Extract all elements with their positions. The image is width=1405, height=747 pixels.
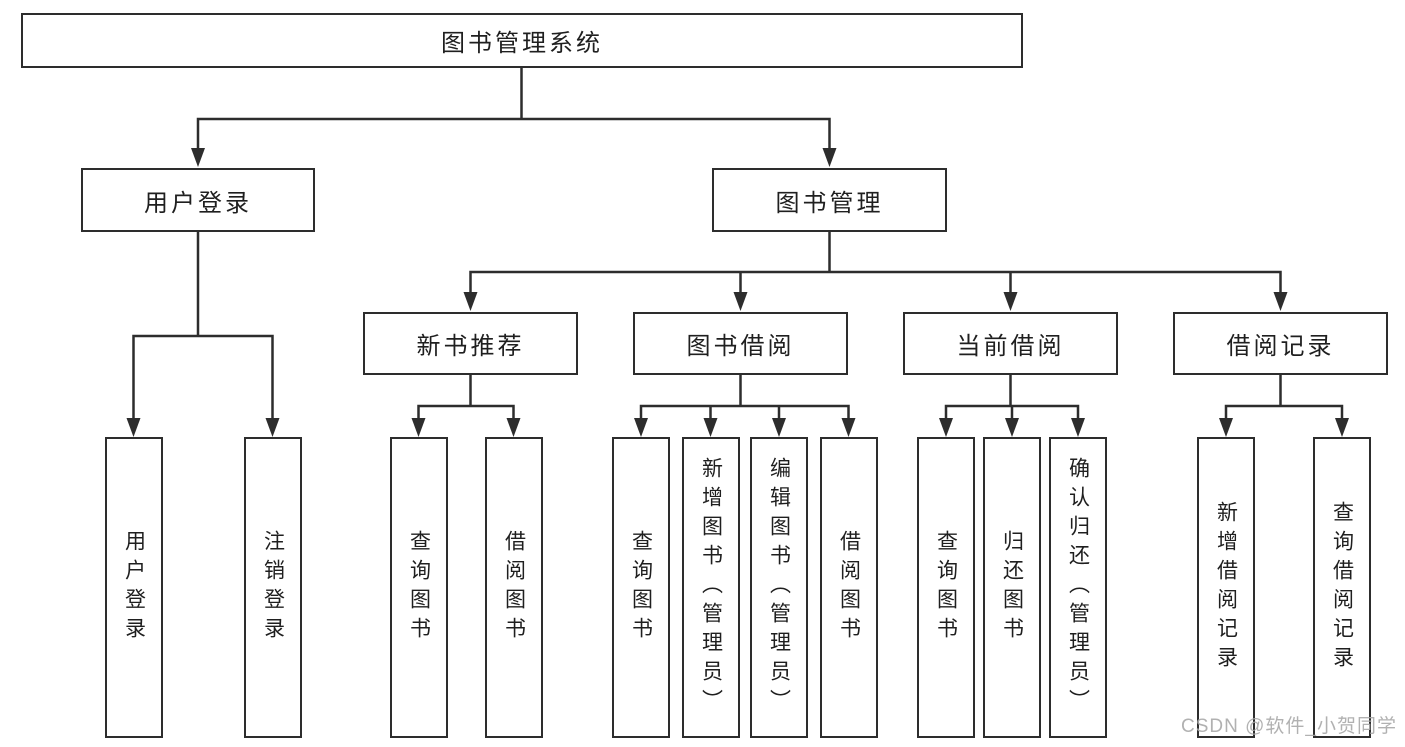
connector-login-to-leaves bbox=[126, 230, 280, 437]
leaf-label: 查询图书 bbox=[407, 529, 431, 646]
leaf-label: 确认归还（管理员） bbox=[1066, 457, 1090, 718]
connector-root-to-level2 bbox=[191, 66, 837, 167]
leaf-label: 借阅图书 bbox=[837, 529, 861, 646]
leaf-borrow-books: 借阅图书 bbox=[485, 437, 543, 738]
leaf-label: 新增借阅记录 bbox=[1214, 500, 1238, 675]
leaf-label: 借阅图书 bbox=[502, 529, 526, 646]
node-book-management-branch: 图书管理 bbox=[712, 168, 947, 232]
leaf-user-login: 用户登录 bbox=[105, 437, 163, 738]
node-user-login-branch: 用户登录 bbox=[81, 168, 315, 232]
node-current-borrowing: 当前借阅 bbox=[903, 312, 1118, 375]
connector-current-to-leaves bbox=[939, 373, 1085, 437]
node-borrowing-records: 借阅记录 bbox=[1173, 312, 1388, 375]
connector-bookmgmt-to-level3 bbox=[463, 230, 1288, 311]
leaf-query-books: 查询图书 bbox=[390, 437, 448, 738]
node-label: 当前借阅 bbox=[956, 333, 1065, 360]
leaf-logout: 注销登录 bbox=[244, 437, 302, 738]
leaf-label: 查询图书 bbox=[629, 529, 653, 646]
leaf-label: 归还图书 bbox=[1000, 529, 1024, 646]
leaf-label: 注销登录 bbox=[261, 529, 285, 646]
node-new-book-recommend: 新书推荐 bbox=[363, 312, 578, 375]
leaf-edit-books-admin: 编辑图书（管理员） bbox=[750, 437, 808, 738]
leaf-return-books: 归还图书 bbox=[983, 437, 1041, 738]
node-label: 借阅记录 bbox=[1226, 333, 1335, 360]
leaf-confirm-return-admin: 确认归还（管理员） bbox=[1049, 437, 1107, 738]
leaf-label: 用户登录 bbox=[122, 529, 146, 646]
node-label: 用户登录 bbox=[144, 189, 252, 217]
node-library-management-system: 图书管理系统 bbox=[21, 13, 1023, 68]
leaf-label: 查询借阅记录 bbox=[1330, 500, 1354, 675]
leaf-add-books-admin: 新增图书（管理员） bbox=[682, 437, 740, 738]
leaf-query-books: 查询图书 bbox=[917, 437, 975, 738]
leaf-query-borrow-record: 查询借阅记录 bbox=[1313, 437, 1371, 738]
node-label: 新书推荐 bbox=[416, 333, 525, 360]
leaf-label: 编辑图书（管理员） bbox=[767, 457, 791, 718]
node-book-borrowing: 图书借阅 bbox=[633, 312, 848, 375]
connector-newbook-to-leaves bbox=[411, 373, 521, 437]
leaf-borrow-books: 借阅图书 bbox=[820, 437, 878, 738]
leaf-label: 查询图书 bbox=[934, 529, 958, 646]
connector-borrow-to-leaves bbox=[634, 373, 856, 437]
node-label: 图书借阅 bbox=[686, 333, 795, 360]
leaf-add-borrow-record: 新增借阅记录 bbox=[1197, 437, 1255, 738]
csdn-watermark: CSDN @软件_小贺同学 bbox=[1181, 716, 1397, 737]
leaf-query-books: 查询图书 bbox=[612, 437, 670, 738]
node-label: 图书管理系统 bbox=[441, 30, 603, 57]
connector-records-to-leaves bbox=[1219, 373, 1349, 437]
node-label: 图书管理 bbox=[775, 189, 884, 217]
leaf-label: 新增图书（管理员） bbox=[699, 457, 723, 718]
